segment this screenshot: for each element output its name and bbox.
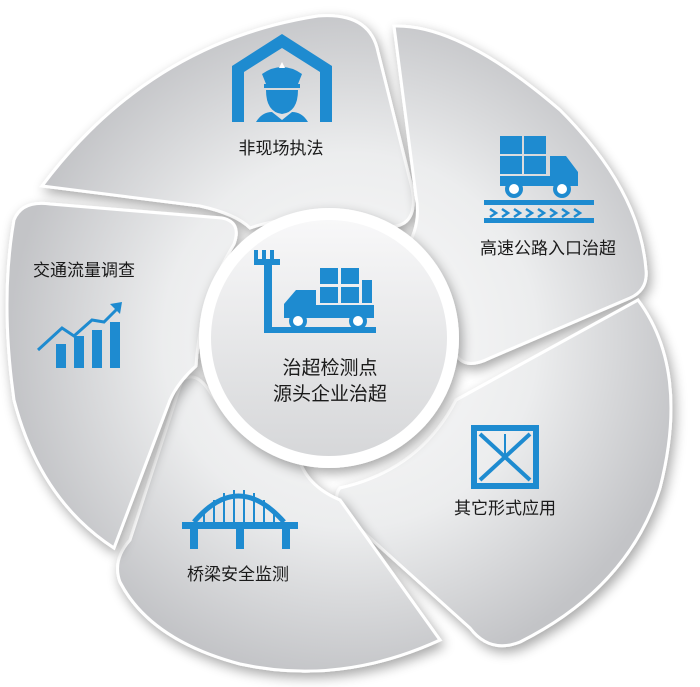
label-highway: 高速公路入口治超 [480, 239, 616, 259]
segment-offsite [39, 14, 415, 230]
truck-on-road-icon [484, 136, 594, 223]
label-offsite: 非现场执法 [239, 139, 324, 159]
weighing-truck-icon [254, 250, 376, 333]
growth-bar-chart-icon [36, 302, 122, 368]
center-hub: 治超检测点 源头企业治超 [199, 208, 459, 468]
segment-other [335, 298, 673, 648]
center-label-line2: 源头企业治超 [273, 383, 387, 405]
label-traffic: 交通流量调查 [33, 261, 135, 281]
label-bridge: 桥梁安全监测 [187, 565, 289, 585]
label-other: 其它形式应用 [454, 499, 556, 519]
police-officer-house-icon [232, 34, 332, 122]
square-x-frame-icon [471, 425, 539, 489]
center-label-line1: 治超检测点 [282, 357, 377, 379]
segment-traffic [5, 201, 238, 551]
arch-bridge-icon [182, 490, 298, 549]
